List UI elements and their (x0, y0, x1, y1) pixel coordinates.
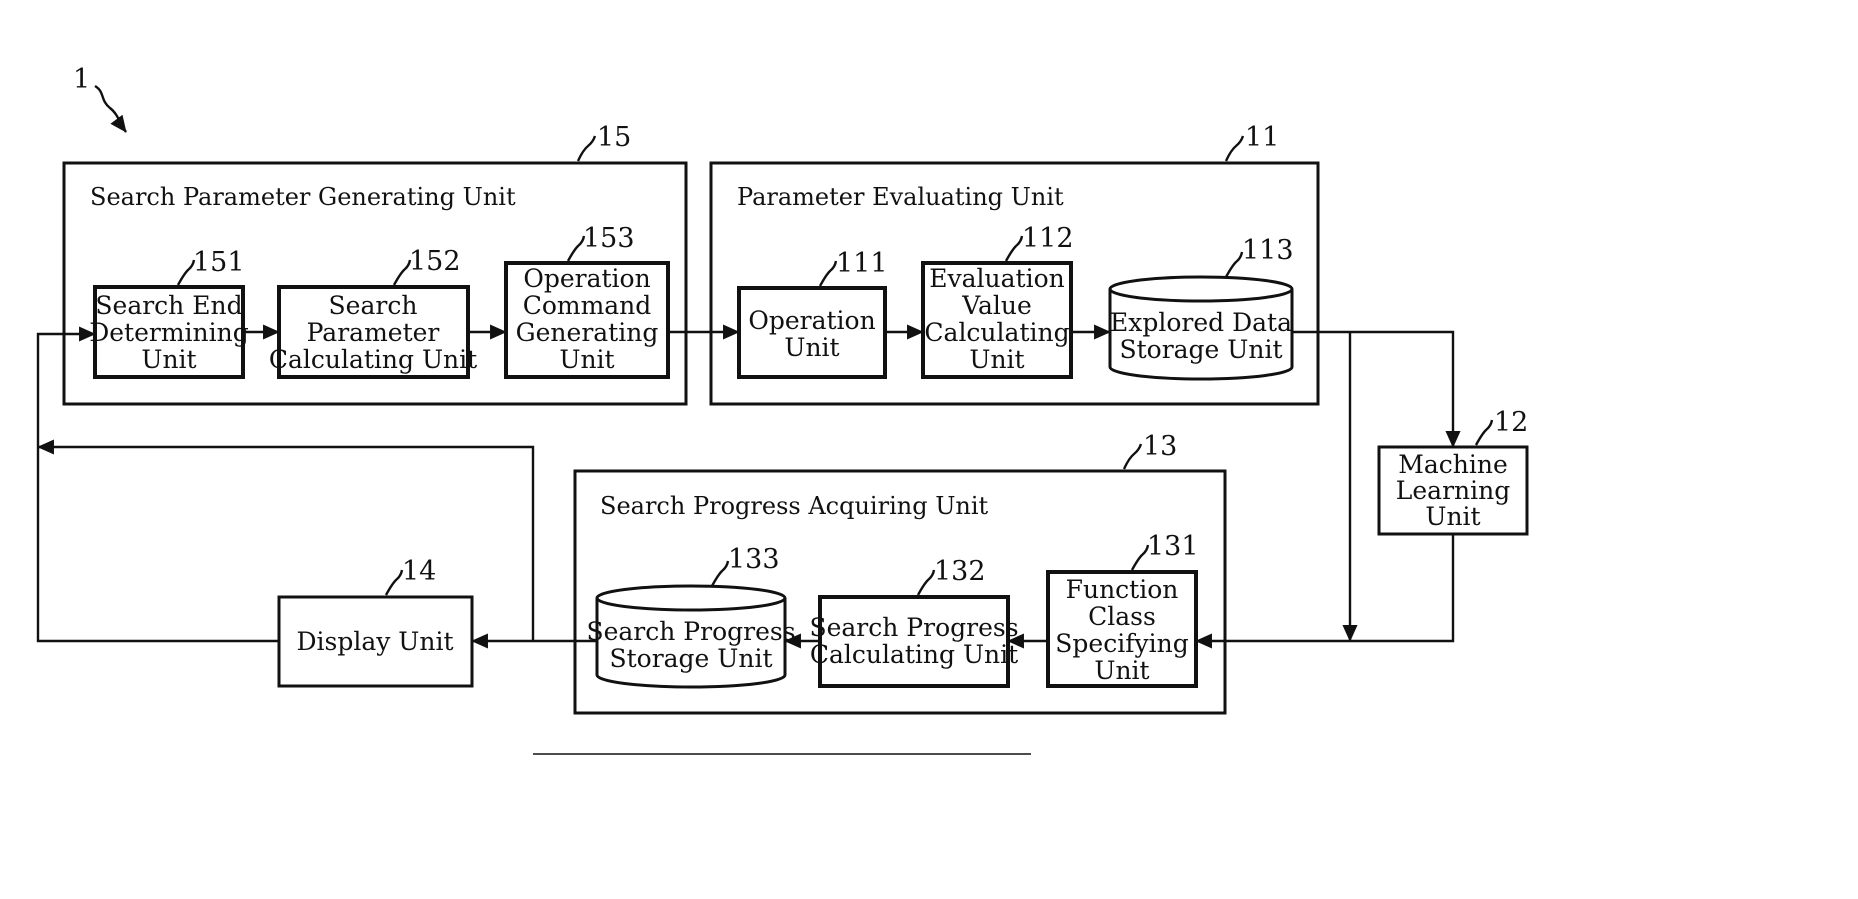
search-progress-acquiring-title: Search Progress Acquiring Unit (600, 492, 989, 520)
ref-111-label: 111 (836, 248, 888, 279)
ref-leader-111 (820, 261, 836, 286)
operation-unit: Operation Unit 111 (739, 248, 888, 377)
parameter-evaluating-title: Parameter Evaluating Unit (737, 183, 1064, 211)
explored-data-line-1: Explored Data (1110, 308, 1292, 337)
explored-data-storage-unit: Explored Data Storage Unit 113 (1110, 235, 1294, 379)
display-unit: Display Unit 14 (279, 556, 472, 686)
ref-131-label: 131 (1147, 531, 1199, 562)
function-class-specifying-unit: Function Class Specifying Unit 131 (1048, 531, 1199, 686)
ref-151-label: 151 (193, 247, 245, 278)
search-progress-calc-line-1: Search Progress (809, 613, 1018, 642)
ref-leader-14 (386, 570, 402, 595)
ref-leader-131 (1132, 545, 1148, 570)
search-param-calc-line-2: Parameter (307, 318, 440, 347)
display-line-1: Display Unit (296, 627, 453, 656)
eval-value-line-2: Value (961, 291, 1032, 320)
machine-learning-line-1: Machine (1398, 450, 1508, 479)
arrow-machine-learning-to-131 (1196, 534, 1453, 641)
ref-113-label: 113 (1242, 235, 1294, 266)
arrow-progress-to-left-column (38, 447, 533, 641)
machine-learning-line-3: Unit (1425, 502, 1480, 531)
machine-learning-line-2: Learning (1396, 476, 1510, 505)
eval-value-line-1: Evaluation (929, 264, 1064, 293)
ref-leader-15 (578, 136, 595, 161)
ref-leader-132 (918, 570, 934, 595)
eval-value-line-4: Unit (969, 345, 1024, 374)
evaluation-value-calculating-unit: Evaluation Value Calculating Unit 112 (923, 223, 1074, 377)
operation-line-1: Operation (748, 306, 875, 335)
search-progress-calc-line-2: Calculating Unit (810, 640, 1018, 669)
op-command-line-2: Command (523, 291, 652, 320)
operation-command-generating-unit: Operation Command Generating Unit 153 (506, 223, 668, 377)
search-end-line-2: Determining (89, 318, 249, 347)
search-parameter-calculating-unit: Search Parameter Calculating Unit 152 (269, 246, 477, 377)
operation-line-2: Unit (784, 333, 839, 362)
function-class-line-2: Class (1088, 602, 1156, 631)
ref-leader-11 (1226, 136, 1243, 161)
search-progress-storage-unit: Search Progress Storage Unit 133 (586, 544, 795, 687)
ref-13-label: 13 (1143, 431, 1177, 462)
search-param-calc-line-1: Search (329, 291, 418, 320)
system-ref-label: 1 (73, 64, 90, 95)
ref-leader-133 (712, 561, 728, 586)
op-command-line-1: Operation (523, 264, 650, 293)
arrow-113-to-machine-learning (1292, 332, 1453, 447)
search-param-calc-line-3: Calculating Unit (269, 345, 477, 374)
ref-133-label: 133 (728, 544, 780, 575)
function-class-line-3: Specifying (1055, 629, 1188, 658)
function-class-line-1: Function (1066, 575, 1179, 604)
search-progress-calculating-unit: Search Progress Calculating Unit 132 (809, 556, 1018, 686)
ref-11-label: 11 (1245, 122, 1279, 153)
eval-value-line-3: Calculating (924, 318, 1069, 347)
search-end-line-3: Unit (141, 345, 196, 374)
ref-153-label: 153 (583, 223, 635, 254)
ref-14-label: 14 (402, 556, 436, 587)
ref-leader-153 (568, 236, 584, 261)
ref-112-label: 112 (1022, 223, 1074, 254)
ref-12-label: 12 (1494, 407, 1528, 438)
ref-132-label: 132 (934, 556, 986, 587)
search-parameter-generating-title: Search Parameter Generating Unit (90, 183, 516, 211)
ref-leader-12 (1476, 420, 1492, 445)
ref-leader-151 (178, 260, 194, 285)
search-progress-storage-line-1: Search Progress (586, 617, 795, 646)
ref-leader-112 (1006, 236, 1022, 261)
function-class-line-4: Unit (1094, 656, 1149, 685)
search-end-determining-unit: Search End Determining Unit 151 (89, 247, 249, 377)
system-ref: 1 (73, 64, 126, 132)
op-command-line-4: Unit (559, 345, 614, 374)
explored-data-line-2: Storage Unit (1119, 335, 1282, 364)
arrow-display-to-search-end (38, 334, 279, 641)
search-end-line-1: Search End (95, 291, 242, 320)
ref-leader-13 (1124, 444, 1141, 469)
op-command-line-3: Generating (516, 318, 659, 347)
search-progress-storage-line-2: Storage Unit (609, 644, 772, 673)
ref-leader-152 (394, 260, 410, 285)
ref-15-label: 15 (597, 122, 631, 153)
ref-152-label: 152 (409, 246, 461, 277)
system-ref-leader (95, 86, 126, 132)
ref-leader-113 (1226, 252, 1242, 277)
